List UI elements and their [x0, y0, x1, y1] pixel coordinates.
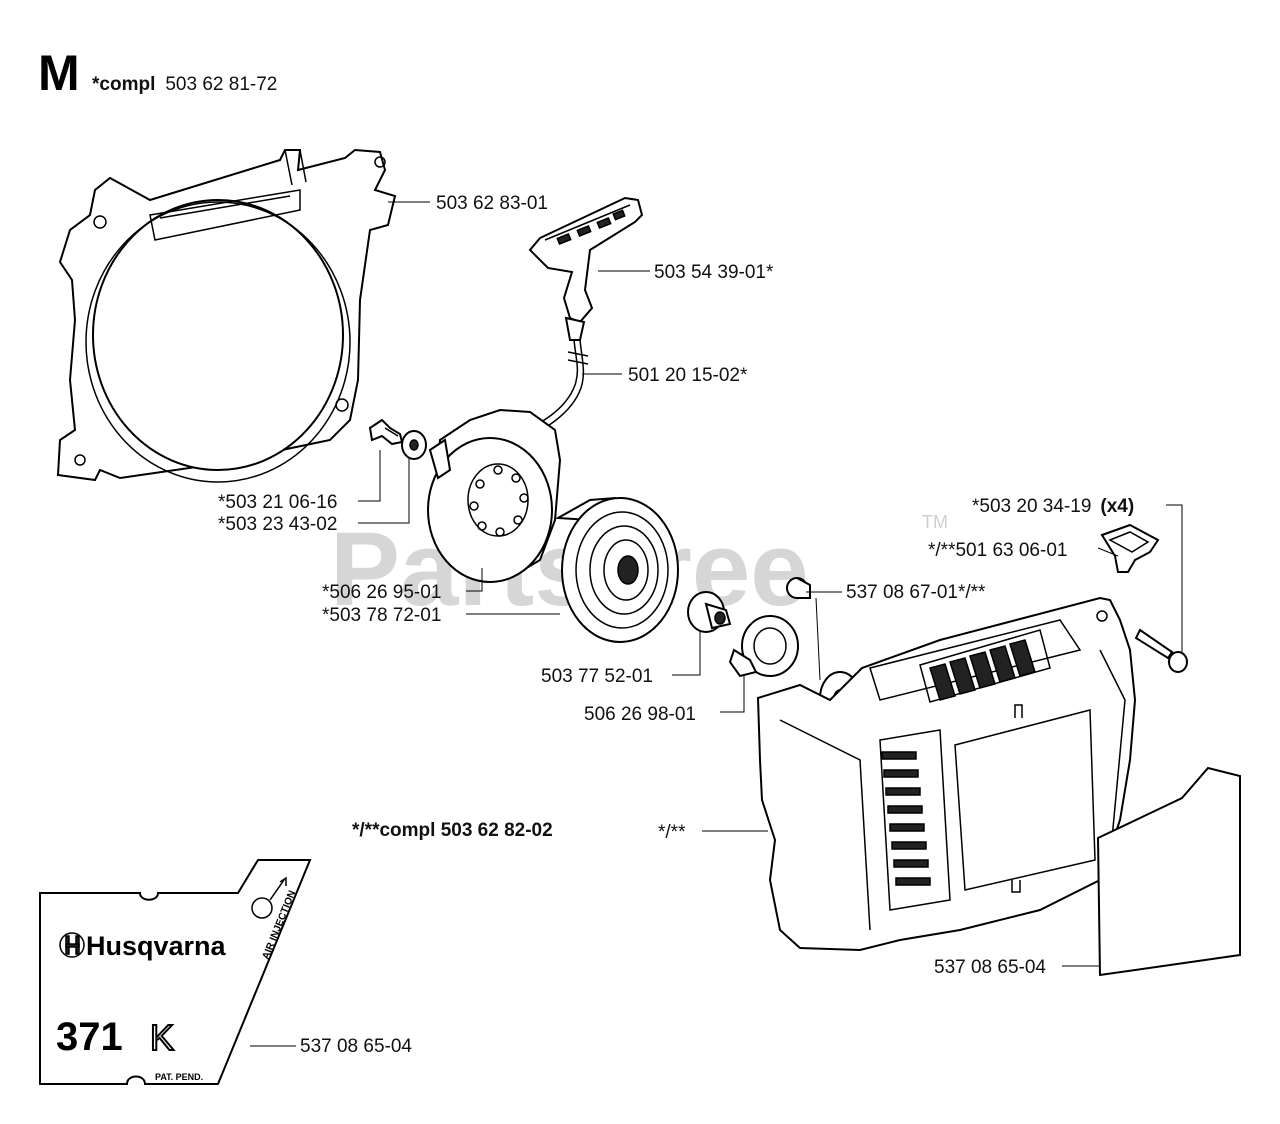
callout-bearing[interactable]: 506 26 98-01 — [584, 704, 696, 725]
callout-decal-left[interactable]: 537 08 65-04 — [300, 1036, 412, 1057]
model-decal-part[interactable]: Husqvarna 371 K AIR INJECTION PAT. PEND. — [39, 859, 312, 1085]
starter-handle-part[interactable] — [528, 196, 644, 341]
decal-model-suffix: K — [150, 1017, 174, 1058]
callout-nozzle[interactable]: */**501 63 06-01 — [928, 540, 1067, 561]
air-nozzle-part[interactable] — [1100, 523, 1160, 573]
callout-decal-right[interactable]: 537 08 65-04 — [934, 957, 1046, 978]
screw-part[interactable] — [368, 418, 404, 446]
washer-part[interactable] — [401, 430, 427, 460]
callout-washer[interactable]: *503 23 43-02 — [218, 514, 337, 535]
header-compl-prefix: *compl — [92, 74, 155, 95]
callout-handle[interactable]: 503 54 39-01* — [654, 262, 774, 283]
leader-nozzle-screw — [1166, 504, 1183, 652]
fan-housing-part[interactable] — [56, 148, 397, 483]
leader-bushing-down — [815, 597, 821, 681]
leader-screw — [358, 450, 381, 502]
callout-pulley[interactable]: *506 26 95-01 — [322, 582, 441, 603]
callout-nozzle-screw-qty: (x4) — [1100, 496, 1134, 517]
callout-nozzle-screw-number: *503 20 34-19 — [972, 496, 1091, 517]
header-compl: *compl 503 62 81-72 — [92, 74, 277, 95]
decal-sheet-part[interactable] — [1096, 766, 1241, 977]
callout-bushing[interactable]: 537 08 67-01*/** — [846, 582, 986, 603]
callout-screw[interactable]: *503 21 06-16 — [218, 492, 337, 513]
watermark-tm: TM — [922, 512, 948, 532]
rope-pulley-part[interactable] — [427, 408, 562, 583]
section-letter: M — [38, 45, 80, 101]
cover-compl-label: */**compl 503 62 82-02 — [352, 820, 553, 841]
spacer-part[interactable] — [687, 591, 732, 633]
leader-spacer — [672, 630, 701, 676]
decal-pat-pend: PAT. PEND. — [155, 1072, 203, 1082]
callout-rope[interactable]: 501 20 15-02* — [628, 365, 748, 386]
leader-bearing — [720, 676, 745, 713]
decal-brand: Husqvarna — [86, 931, 227, 961]
nozzle-screw-part[interactable] — [1134, 628, 1188, 673]
callout-fan-housing[interactable]: 503 62 83-01 — [436, 193, 548, 214]
recoil-spring-part[interactable] — [554, 496, 679, 643]
bearing-part[interactable] — [728, 615, 799, 678]
callout-nozzle-screw[interactable]: *503 20 34-19 (x4) — [972, 496, 1134, 517]
leader-nozzle — [1097, 547, 1119, 557]
header-compl-number: 503 62 81-72 — [165, 74, 277, 95]
callout-spacer[interactable]: 503 77 52-01 — [541, 666, 653, 687]
callout-spring[interactable]: *503 78 72-01 — [322, 605, 441, 626]
callout-cover[interactable]: */** — [658, 822, 686, 843]
decal-model-number: 371 — [56, 1015, 123, 1059]
starter-cover-part[interactable] — [756, 596, 1137, 952]
leader-pulley — [466, 568, 483, 592]
leader-washer — [358, 458, 410, 524]
